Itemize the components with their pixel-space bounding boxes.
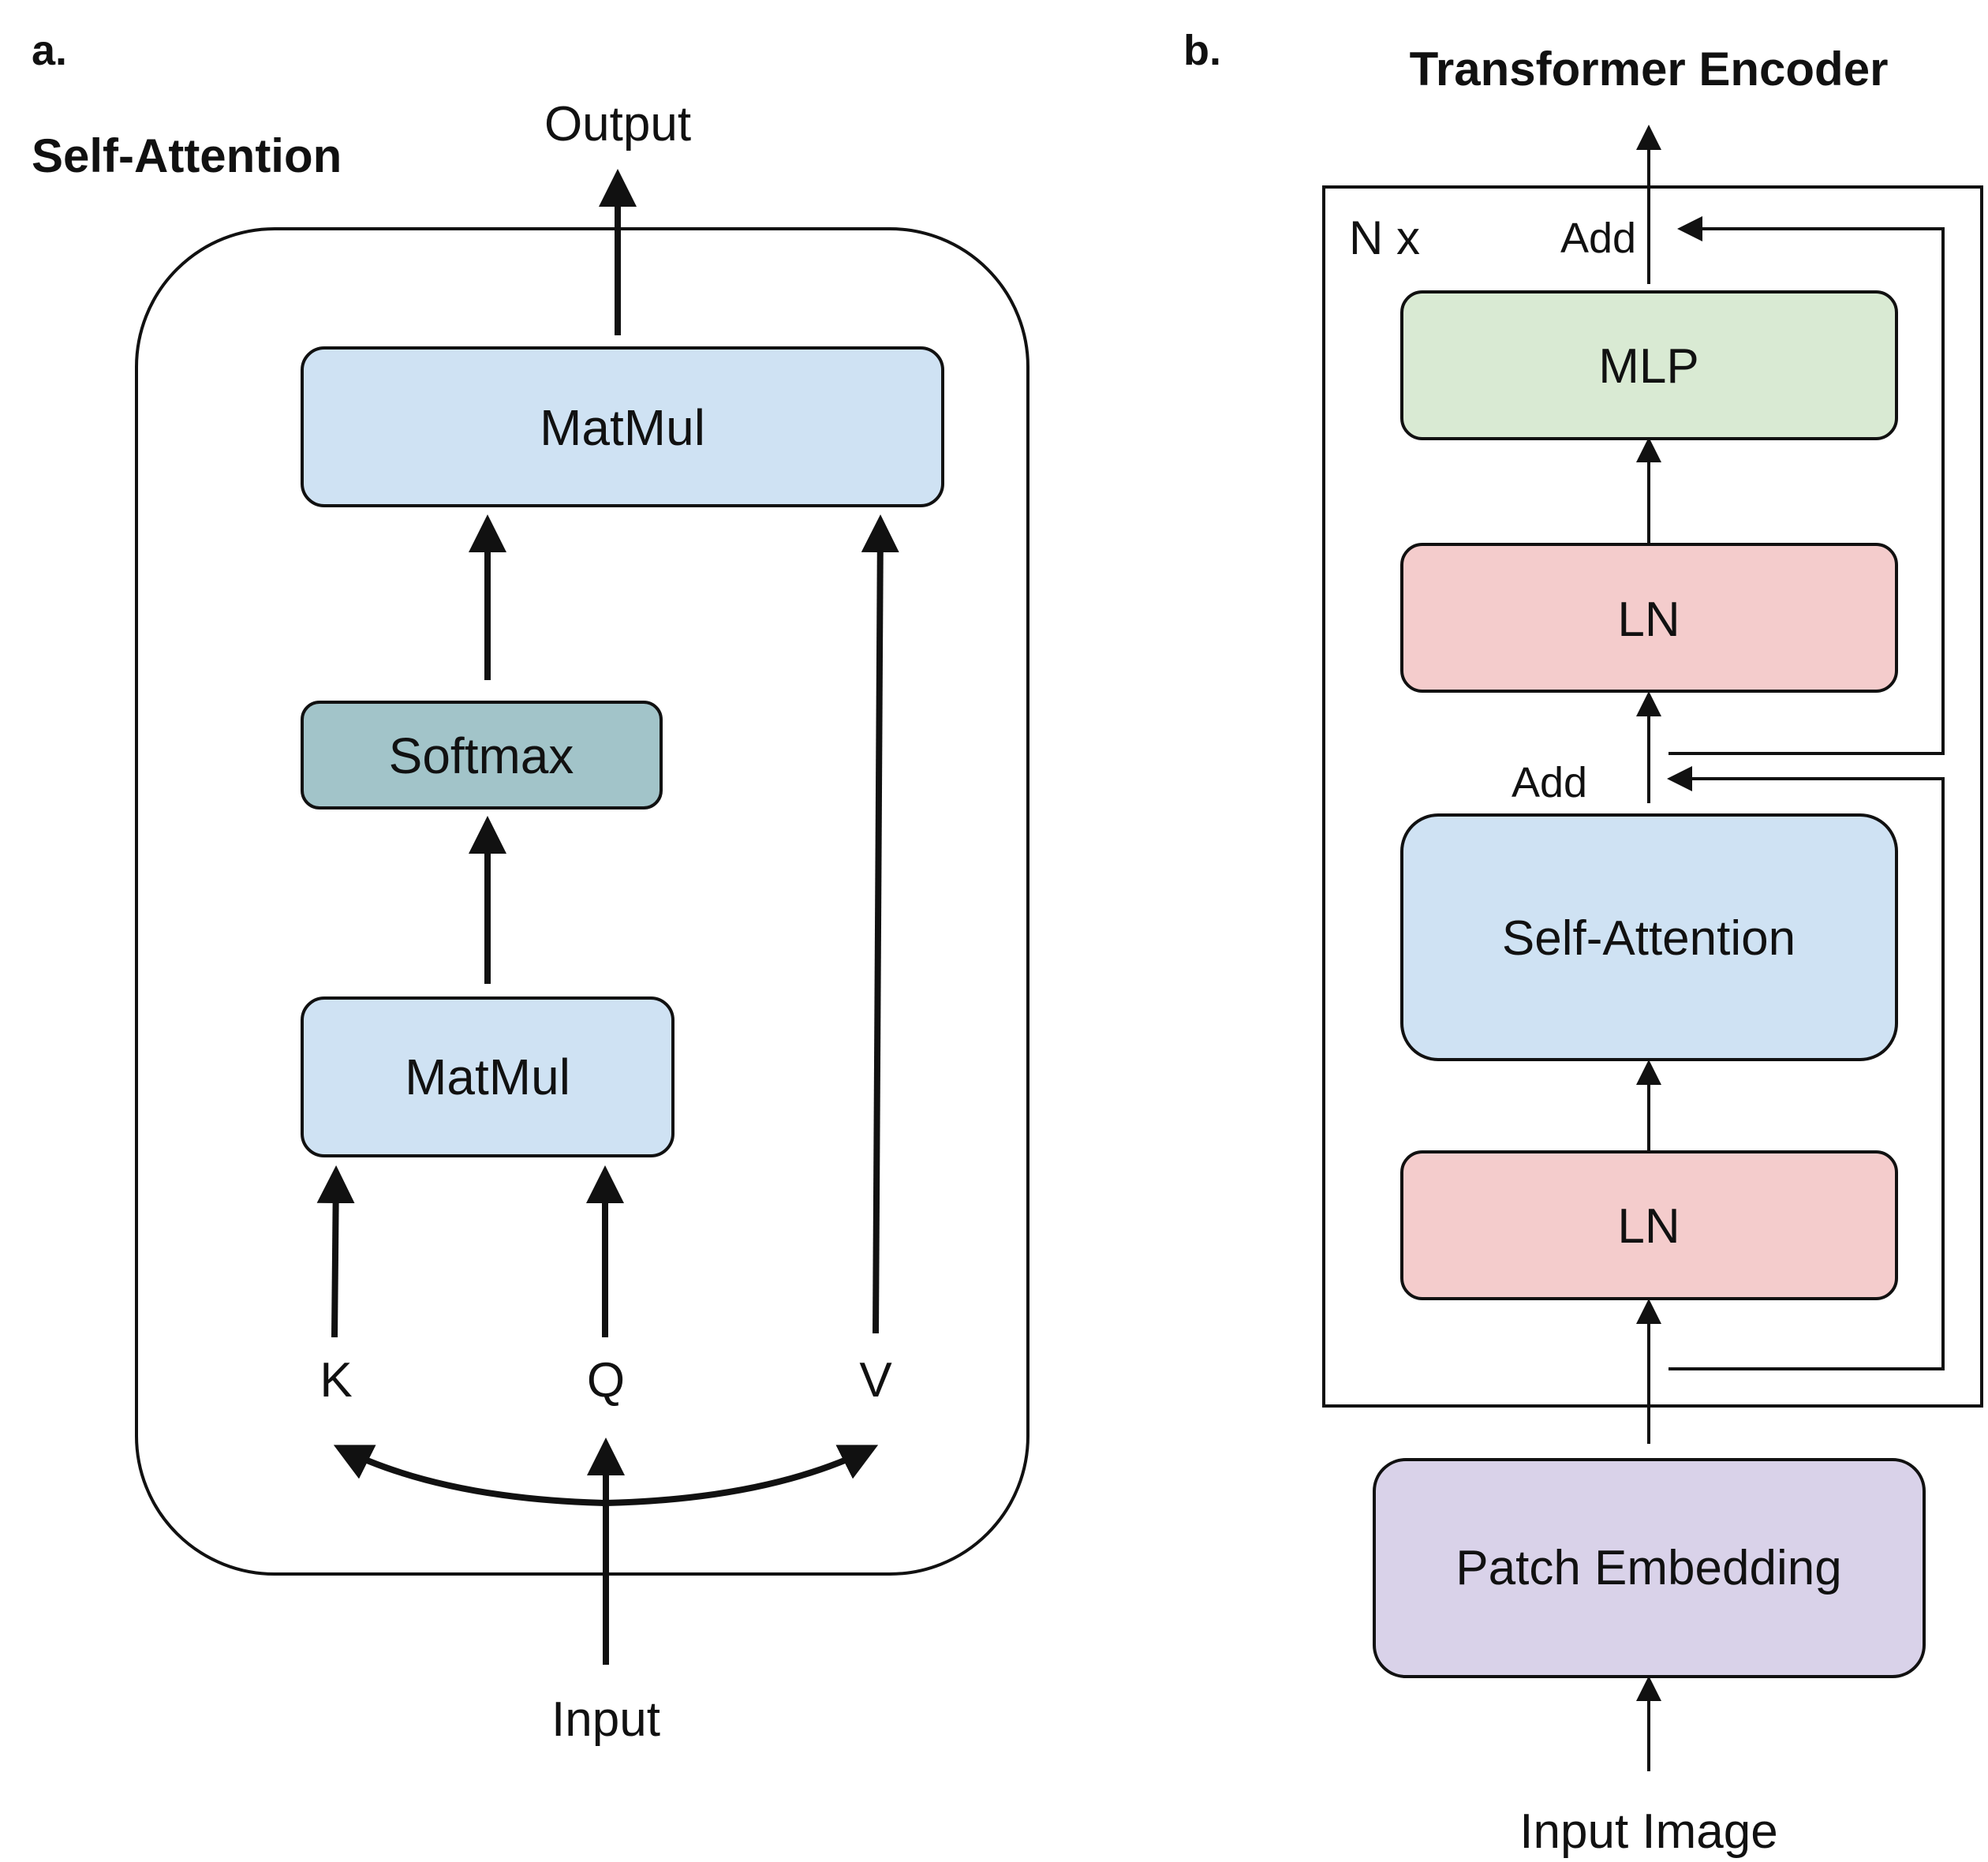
output-label: Output [544,97,691,151]
ln-bottom-label: LN [1617,1199,1680,1254]
self-attention-container [135,227,1030,1576]
softmax-label: Softmax [389,727,574,784]
encoder-repeat-block [1322,185,1983,1408]
split-arrow-left [333,1445,607,1506]
panel-a-label: a. [32,27,67,74]
panel-b-label: b. [1183,27,1221,74]
panel-b-title: Transformer Encoder [1410,43,1889,95]
residual-connection-attention [1667,766,1945,1370]
matmul-bottom-box [301,996,674,1157]
panel-b: b. Transformer Encoder N x Add Add MLP L… [1183,27,1983,1859]
softmax-box [301,701,663,809]
matmul-top-box [301,346,944,507]
patch-embedding-label: Patch Embedding [1456,1541,1841,1595]
repeat-label: N x [1349,211,1420,264]
matmul-top-label: MatMul [540,399,705,456]
q-label: Q [587,1353,625,1408]
split-arrow-right [605,1445,879,1506]
self-attention-label: Self-Attention [1502,911,1796,966]
arrow-k-to-matmul [316,1165,355,1338]
v-label: V [859,1353,892,1408]
arrow-v-to-matmul [861,514,899,1334]
input-label: Input [551,1692,660,1747]
ln-top-label: LN [1617,593,1680,647]
panel-a: a. Self-Attention Output MatMul Softmax … [32,27,1030,1747]
residual-connection-mlp [1668,216,1945,755]
input-image-label: Input Image [1519,1804,1777,1859]
add-top-label: Add [1560,215,1636,262]
k-label: K [320,1353,352,1408]
panel-a-title: Self-Attention [32,129,342,182]
matmul-bottom-label: MatMul [405,1049,570,1105]
mlp-label: MLP [1598,339,1698,394]
add-mid-label: Add [1512,759,1587,806]
